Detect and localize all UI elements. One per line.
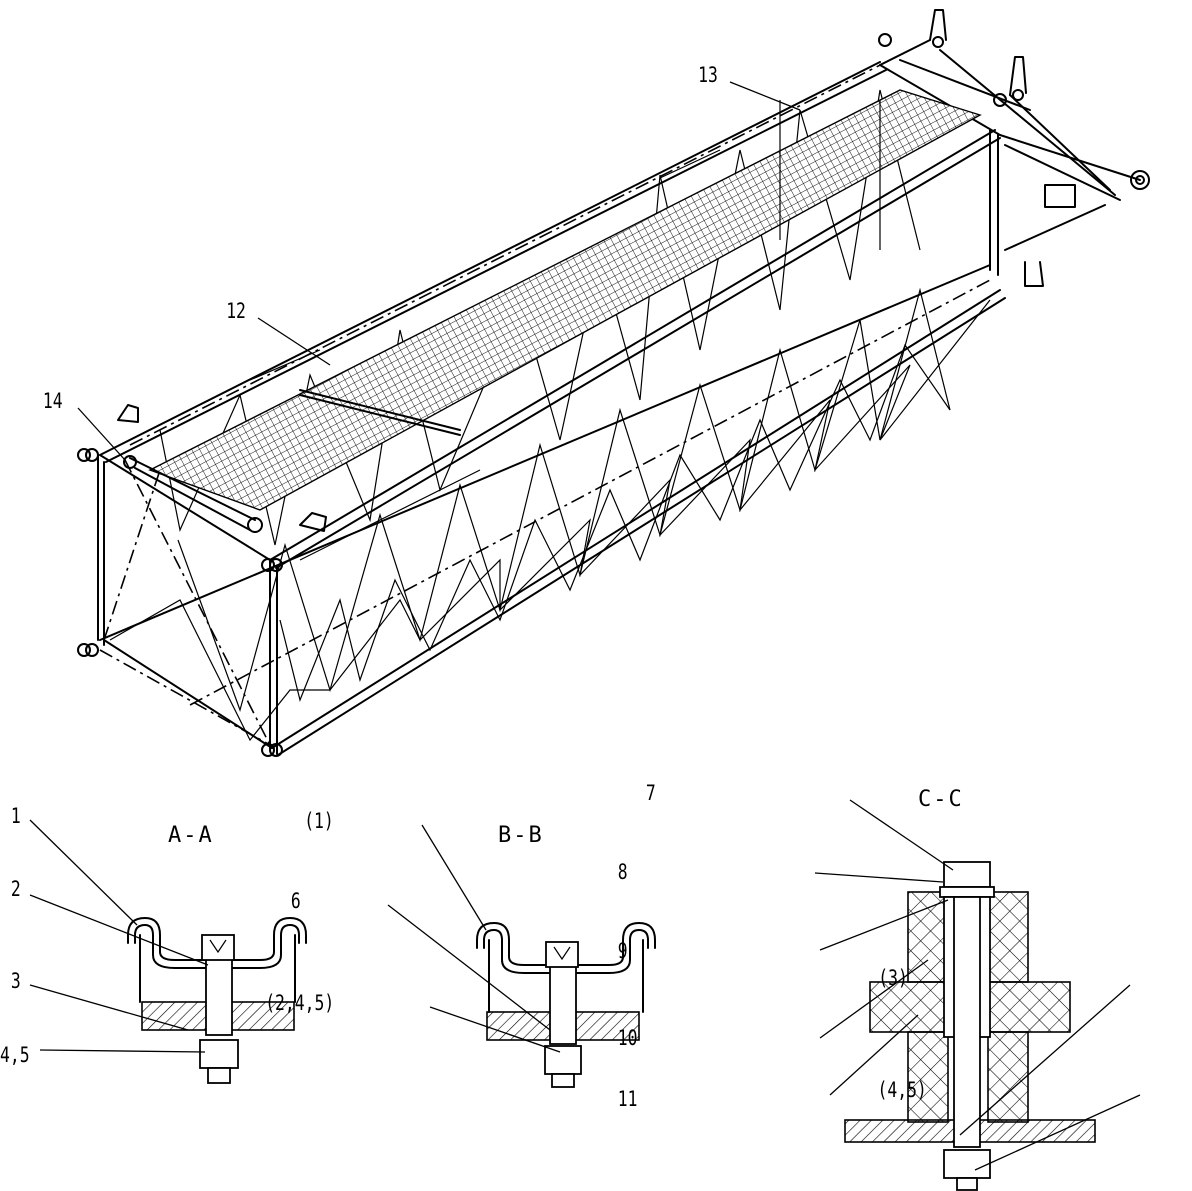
walkway-mesh	[148, 89, 982, 511]
callout-8: 8	[618, 861, 628, 884]
callout-13: 13	[698, 64, 718, 87]
callout-9: 9	[618, 940, 628, 963]
callout-6: 6	[291, 890, 301, 913]
section-title-a-a: A-A	[168, 823, 214, 848]
section-c-c: C-C 7 8 9 10 11 (3) (4,5)	[618, 782, 1141, 1191]
truss-far-frame	[878, 9, 1150, 287]
callout-3-ref: (3)	[878, 967, 908, 990]
section-a-a: A-A 1 2 3 4,5	[0, 805, 307, 1084]
callout-4-5-ref: (4,5)	[877, 1079, 926, 1102]
callout-7: 7	[646, 782, 656, 805]
section-title-b-b: B-B	[498, 823, 544, 848]
truss-chords	[99, 54, 1006, 756]
section-title-c-c: C-C	[918, 787, 964, 812]
truss-end-frame	[97, 404, 327, 755]
section-b-b: B-B (1) 6 (2,4,5)	[265, 810, 656, 1088]
callout-3: 3	[11, 970, 21, 993]
callout-11: 11	[618, 1088, 638, 1111]
callout-1-ref: (1)	[304, 810, 334, 833]
end-bar-14	[123, 455, 263, 533]
callout-1: 1	[11, 805, 21, 828]
truss-section-view: 12 13 14	[43, 9, 1150, 757]
callout-14: 14	[43, 390, 63, 413]
callout-4-5: 4,5	[0, 1044, 30, 1067]
truss-lacing	[109, 89, 991, 742]
callout-10: 10	[618, 1027, 638, 1050]
callout-2: 2	[11, 878, 21, 901]
callout-2-4-5-ref: (2,4,5)	[265, 992, 334, 1015]
corner-fittings	[77, 448, 283, 757]
truss-leaders	[77, 81, 801, 461]
callout-12: 12	[226, 300, 246, 323]
